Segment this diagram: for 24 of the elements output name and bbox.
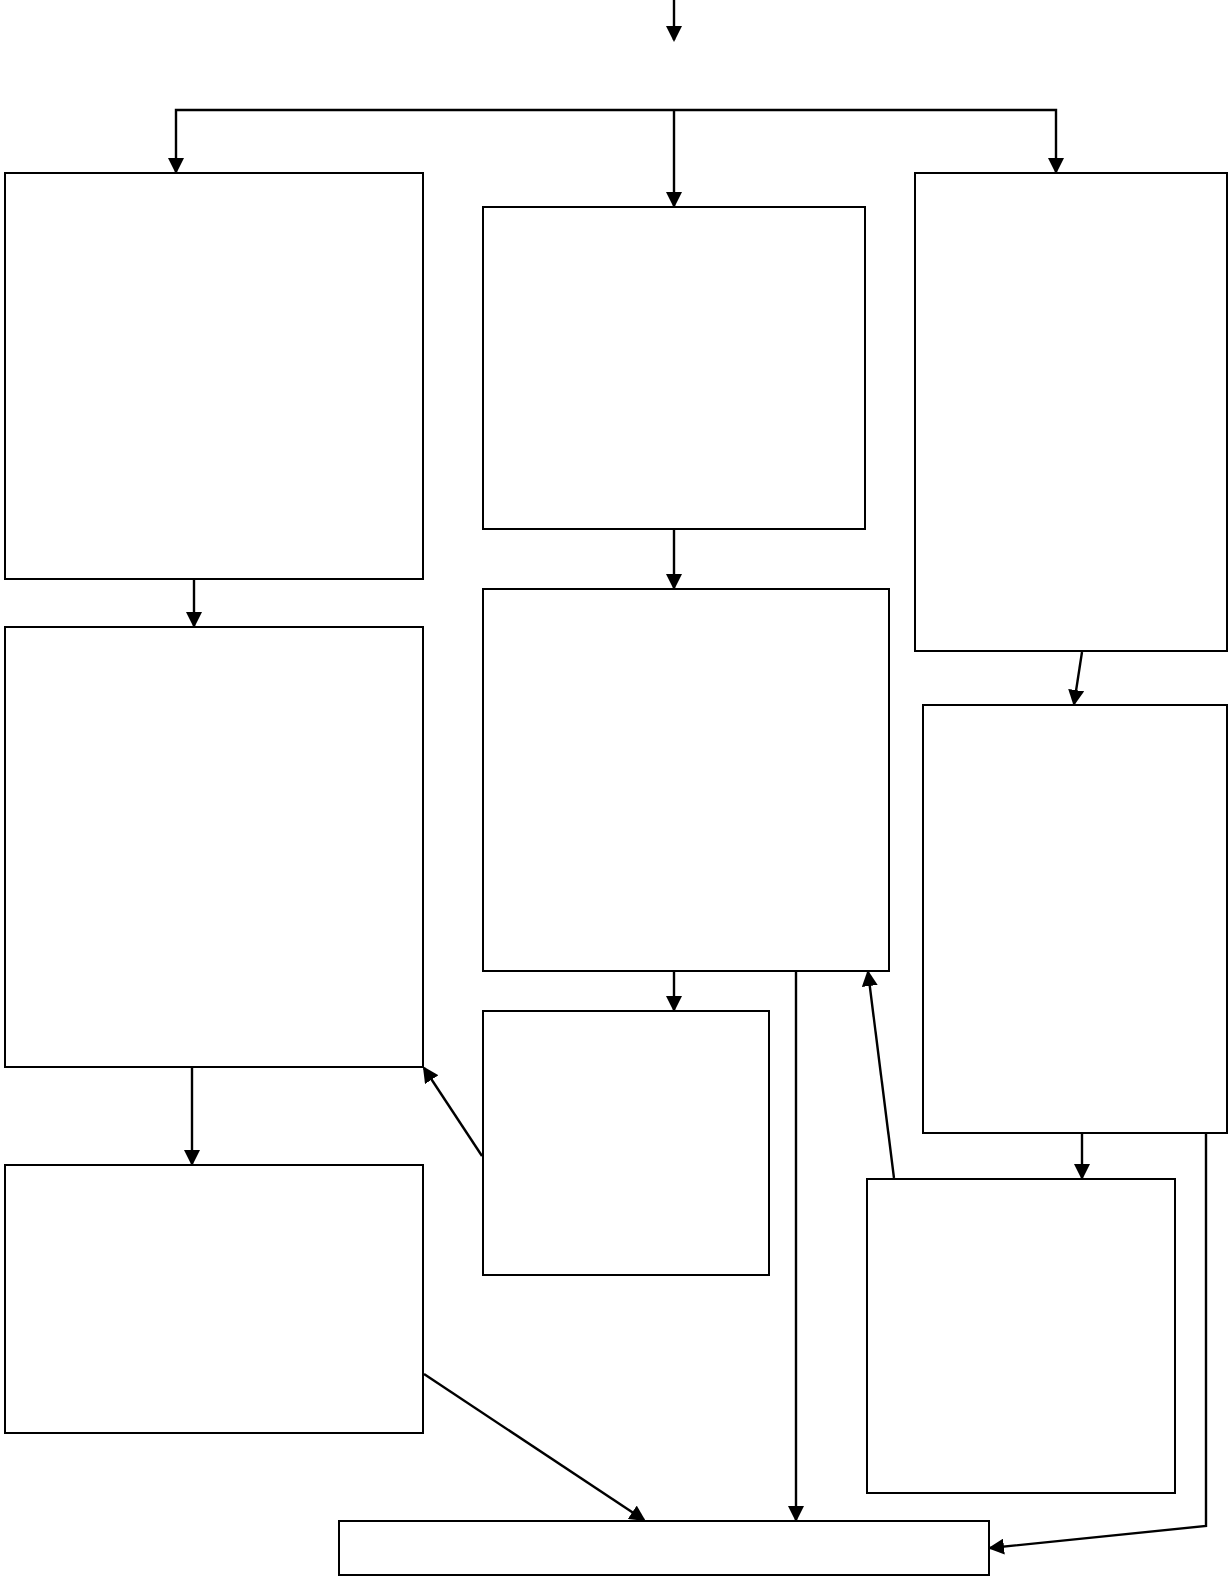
- arrow: [422, 1066, 483, 1157]
- empty-box: [866, 1178, 1176, 1494]
- empty-box: [914, 172, 1228, 652]
- arrow: [788, 972, 804, 1522]
- empty-box: [4, 1164, 424, 1434]
- arrow: [1074, 1134, 1090, 1180]
- arrow: [666, 972, 682, 1012]
- empty-box: [922, 704, 1228, 1134]
- empty-box: [4, 172, 424, 580]
- arrow: [1068, 651, 1085, 706]
- empty-box: [482, 206, 866, 530]
- arrow: [861, 970, 896, 1179]
- arrow: [666, 530, 682, 590]
- empty-box: [338, 1520, 990, 1576]
- arrow: [674, 108, 1064, 174]
- arrow: [988, 1134, 1208, 1555]
- arrow: [184, 1068, 200, 1166]
- arrow: [168, 108, 674, 174]
- arrow: [186, 580, 202, 628]
- arrow: [666, 110, 682, 208]
- empty-box: [482, 588, 890, 972]
- empty-box: [4, 626, 424, 1068]
- empty-box: [482, 1010, 770, 1276]
- arrow: [423, 1373, 646, 1522]
